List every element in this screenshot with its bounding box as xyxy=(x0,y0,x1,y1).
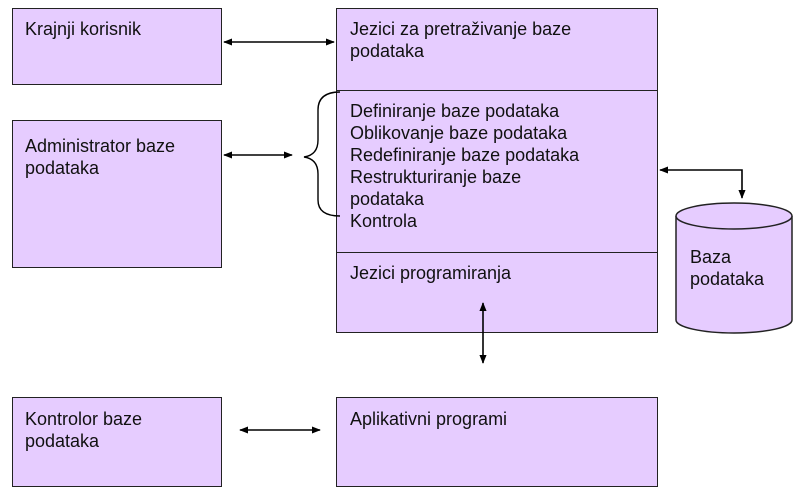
end-user-label: Krajnji korisnik xyxy=(25,19,142,39)
curly-brace xyxy=(303,91,341,217)
applications-label: Aplikativni programi xyxy=(350,409,508,429)
connectors-layer xyxy=(223,38,793,434)
ddl-item: Restrukturiranje baze xyxy=(350,167,522,187)
query-languages-label: Jezici za pretraživanje baze podataka xyxy=(350,19,572,61)
db-admin-label: Administrator baze podataka xyxy=(25,136,176,178)
ddl-functions-list: Definiranje baze podataka Oblikovanje ba… xyxy=(350,100,579,232)
dbms-divider-top xyxy=(336,90,658,91)
db-ddl-arrow xyxy=(659,166,746,199)
database-cylinder-icon xyxy=(675,202,793,334)
dbms-divider-bottom xyxy=(336,252,658,253)
end-user-box xyxy=(12,8,222,85)
ddl-item: Redefiniranje baze podataka xyxy=(350,145,580,165)
ddl-item: Kontrola xyxy=(350,211,418,231)
database-label: Baza podataka xyxy=(690,247,765,289)
diagram-canvas: Krajnji korisnik Administrator baze poda… xyxy=(12,8,793,487)
db-admin-box xyxy=(12,120,222,268)
ddl-item: Oblikovanje baze podataka xyxy=(350,123,568,143)
ddl-item: Definiranje baze podataka xyxy=(350,101,560,121)
dbms-box xyxy=(336,8,658,333)
programming-languages-label: Jezici programiranja xyxy=(350,263,512,283)
ddl-item: podataka xyxy=(350,189,425,209)
db-controller-label: Kontrolor baze podataka xyxy=(25,409,143,451)
